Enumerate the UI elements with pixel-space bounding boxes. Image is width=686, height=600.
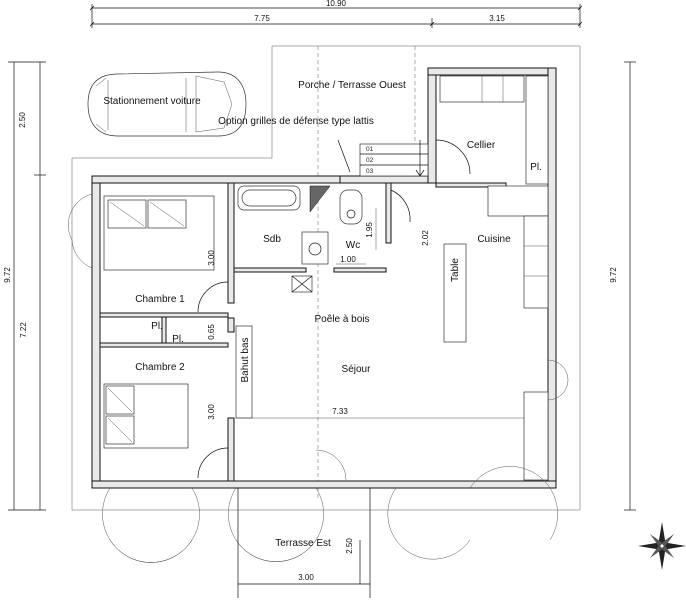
dim-wc-width: 1.00 <box>340 255 356 264</box>
dim-kitchen-depth: 2.02 <box>421 230 430 246</box>
label-bahut: Bahut bas <box>240 337 251 382</box>
label-placard1: Pl. <box>151 321 163 332</box>
bathroom-fixtures <box>237 185 363 265</box>
label-sdb: Sdb <box>263 234 281 245</box>
left-dimensions: 2.50 9.72 7.22 <box>3 61 46 511</box>
dim-bedroom1-depth: 3.00 <box>207 250 216 266</box>
dim-parking-depth: 2.50 <box>18 112 27 128</box>
right-dimensions: 9.72 <box>609 61 636 511</box>
bed-2 <box>103 383 189 449</box>
label-parking-line1: Stationnement voiture <box>103 96 201 107</box>
step-1: 01 <box>366 146 374 153</box>
label-placard-cellier: Pl. <box>530 162 542 173</box>
cellier-door-arc <box>435 139 471 175</box>
dim-closet-depth: 0.65 <box>207 324 216 340</box>
roof-outline <box>71 45 581 511</box>
label-terrasse-est-text: Terrasse Est <box>275 538 331 549</box>
car-icon <box>87 71 247 137</box>
label-table: Table <box>450 258 461 282</box>
walls <box>91 67 557 489</box>
cellier-fixtures <box>439 75 549 185</box>
grilles-pointer <box>337 139 351 173</box>
label-sejour: Séjour <box>342 364 372 375</box>
label-parking: Stationnement voiture <box>103 96 201 107</box>
bedroom1-door-arc <box>197 281 229 313</box>
label-terrasse-est: Terrasse Est <box>275 538 331 549</box>
label-grilles-text: Option grilles de défense type lattis <box>218 116 374 127</box>
label-chambre1: Chambre 1 <box>135 294 185 305</box>
dim-sejour-width: 7.33 <box>332 407 348 416</box>
bed-1 <box>103 195 215 271</box>
terrace-east <box>237 488 371 598</box>
dim-inner-height: 7.22 <box>19 322 28 338</box>
label-porch: Porche / Terrasse Ouest <box>298 80 406 91</box>
dim-left-width: 7.75 <box>254 14 270 23</box>
dim-bedroom2-depth: 3.00 <box>207 404 216 420</box>
kitchen-fixtures <box>443 185 549 343</box>
wc-door-arc <box>390 189 411 223</box>
label-cuisine: Cuisine <box>477 234 511 245</box>
dim-wc-depth: 1.95 <box>365 222 374 238</box>
label-cellier: Cellier <box>467 140 496 151</box>
top-dimensions: 10.90 7.75 3.15 <box>89 0 583 28</box>
stairs: 01 02 03 <box>359 140 429 177</box>
dim-terrace-depth: 2.50 <box>345 538 354 554</box>
label-chambre2: Chambre 2 <box>135 362 185 373</box>
label-poele: Poêle à bois <box>314 314 369 325</box>
label-grilles: Option grilles de défense type lattis <box>218 116 374 127</box>
step-3: 03 <box>366 168 374 175</box>
label-placard2: Pl. <box>172 334 184 345</box>
dim-right-width: 3.15 <box>489 14 505 23</box>
exterior-openings <box>68 193 569 563</box>
dim-terrace-width: 3.00 <box>298 573 314 582</box>
compass-rose-icon <box>638 522 686 570</box>
living-furniture <box>523 391 549 481</box>
bedroom2-door-arc <box>197 447 229 479</box>
step-2: 02 <box>366 157 374 164</box>
dim-total-height-right: 9.72 <box>609 267 618 283</box>
label-wc: Wc <box>346 240 360 251</box>
dim-total-width: 10.90 <box>326 0 347 8</box>
dim-total-height-left: 9.72 <box>3 267 12 283</box>
